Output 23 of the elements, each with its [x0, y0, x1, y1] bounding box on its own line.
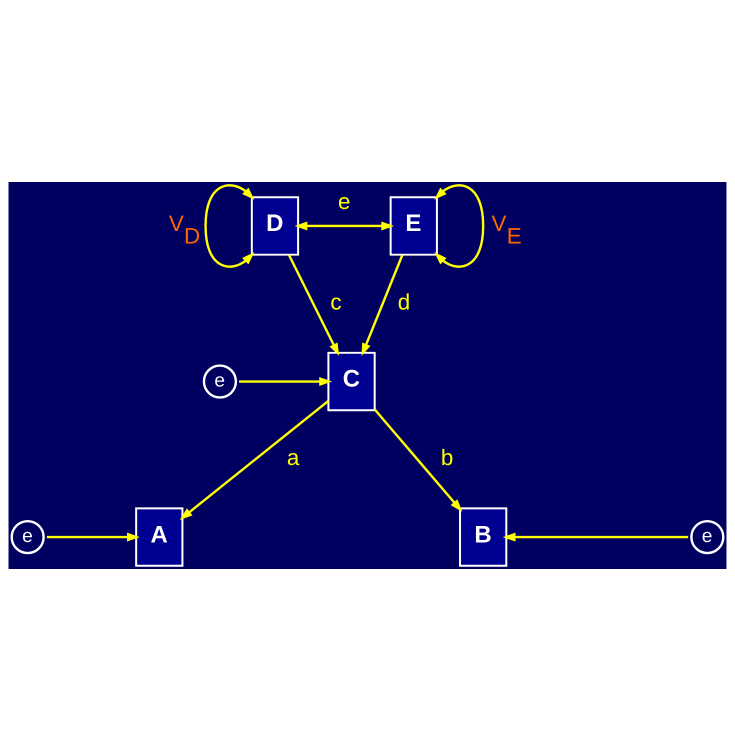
edge-label: b	[440, 445, 454, 470]
arrow	[46, 532, 140, 542]
node-circle: e	[202, 364, 238, 399]
arrow	[374, 408, 462, 512]
node-box: A	[135, 507, 184, 567]
edge-label: e	[338, 189, 350, 214]
edge-label: c	[330, 290, 342, 315]
arrow	[502, 532, 688, 542]
node-box: B	[459, 507, 508, 567]
arrow	[288, 254, 340, 356]
arrow	[362, 254, 404, 356]
node-circle: e	[10, 520, 45, 554]
arrow	[180, 400, 330, 520]
node-box: D	[250, 196, 300, 256]
arrow	[204, 184, 254, 268]
arrow	[434, 184, 484, 268]
node-circle: e	[690, 520, 724, 554]
node-box: E	[390, 196, 438, 256]
arrow	[294, 222, 394, 230]
edge-label: d	[398, 290, 410, 315]
edge-label: a	[286, 445, 300, 470]
arrow	[239, 377, 332, 386]
node-box: C	[327, 352, 376, 412]
